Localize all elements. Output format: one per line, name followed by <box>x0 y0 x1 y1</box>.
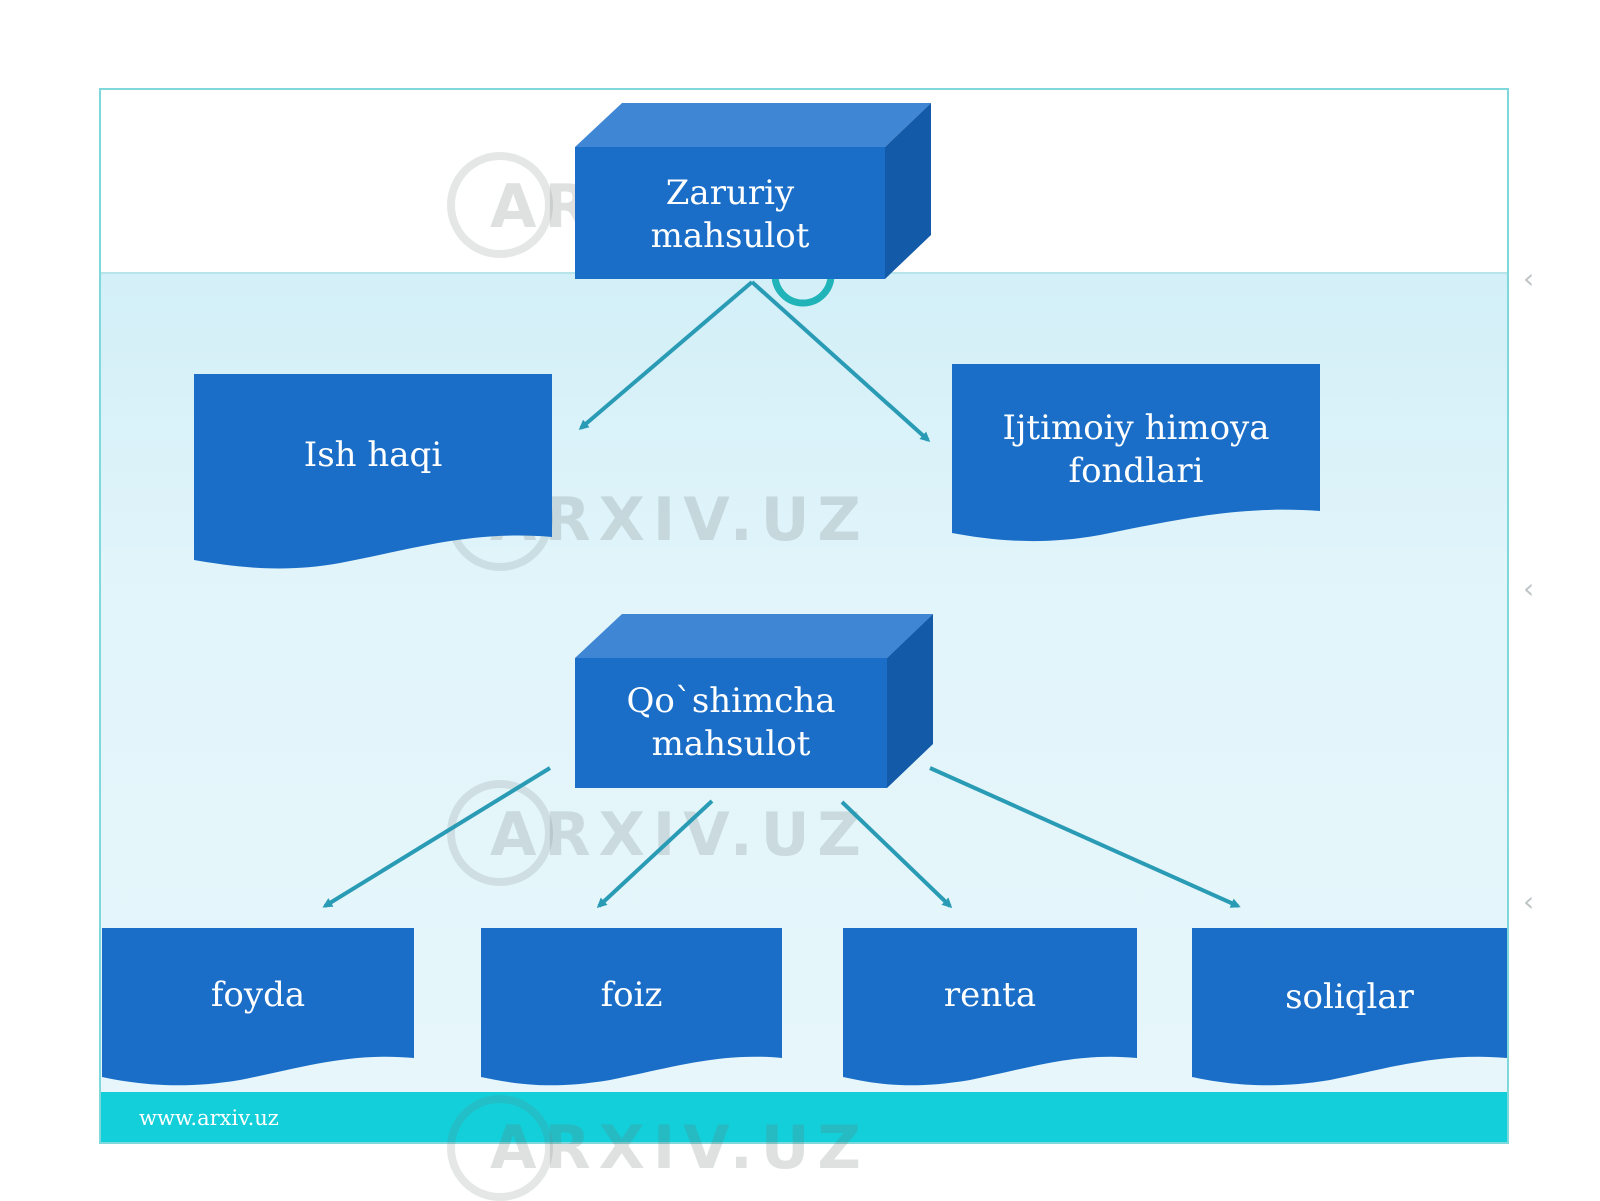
side-chevron-icon: ‹ <box>1523 885 1535 918</box>
cube-front-face <box>575 147 885 279</box>
side-chevron-icon: ‹ <box>1523 572 1535 605</box>
node-foiz: foiz <box>600 974 663 1015</box>
arrow-qoshimcha-to-foyda <box>322 766 552 908</box>
side-chevron-icon: ‹ <box>1523 262 1535 295</box>
cube-top-face <box>575 614 933 658</box>
cube-zaruriy-mahsulot <box>575 103 931 279</box>
node-soliqlar: soliqlar <box>1285 976 1414 1017</box>
cube-top-face <box>575 103 931 147</box>
cube-side-face <box>885 103 931 279</box>
doc-shape-foyda <box>102 928 414 1086</box>
node-renta: renta <box>943 974 1037 1015</box>
footer-url: www.arxiv.uz <box>139 1106 279 1130</box>
watermark-logo-icon <box>447 152 553 258</box>
node-foyda: foyda <box>210 974 306 1015</box>
node-ish-haqi: Ish haqi <box>303 434 443 475</box>
node-qoshimcha-mahsulot: Qo`shimcha mahsulot <box>626 681 836 764</box>
doc-shape-foiz <box>481 928 782 1086</box>
doc-shape-ijtimoiy <box>952 364 1320 542</box>
arrow-qoshimcha-to-renta <box>840 800 953 909</box>
cube-qoshimcha-mahsulot <box>575 614 933 788</box>
watermark: ARXIV.UZ <box>490 1113 869 1183</box>
cube-side-face <box>887 614 933 788</box>
arrow-zaruriy-to-ijtimoiy <box>750 280 931 443</box>
doc-shape-soliqlar <box>1192 928 1507 1086</box>
node-ijtimoiy-himoya-fondlari: Ijtimoiy himoya fondlari <box>1002 408 1270 491</box>
watermark-logo-icon <box>447 1095 553 1201</box>
watermark-logo-icon <box>447 780 553 886</box>
arrow-qoshimcha-to-foiz <box>596 799 714 909</box>
cube-front-face <box>575 658 887 788</box>
doc-shape-renta <box>843 928 1137 1086</box>
connectors <box>322 280 1241 909</box>
node-zaruriy-mahsulot: Zaruriy mahsulot <box>650 173 810 256</box>
arrow-zaruriy-to-ish-haqi <box>578 280 754 430</box>
arrow-qoshimcha-to-soliqlar <box>929 766 1241 908</box>
doc-shape-ish-haqi <box>194 374 552 569</box>
footer-bar: www.arxiv.uz <box>101 1092 1507 1142</box>
